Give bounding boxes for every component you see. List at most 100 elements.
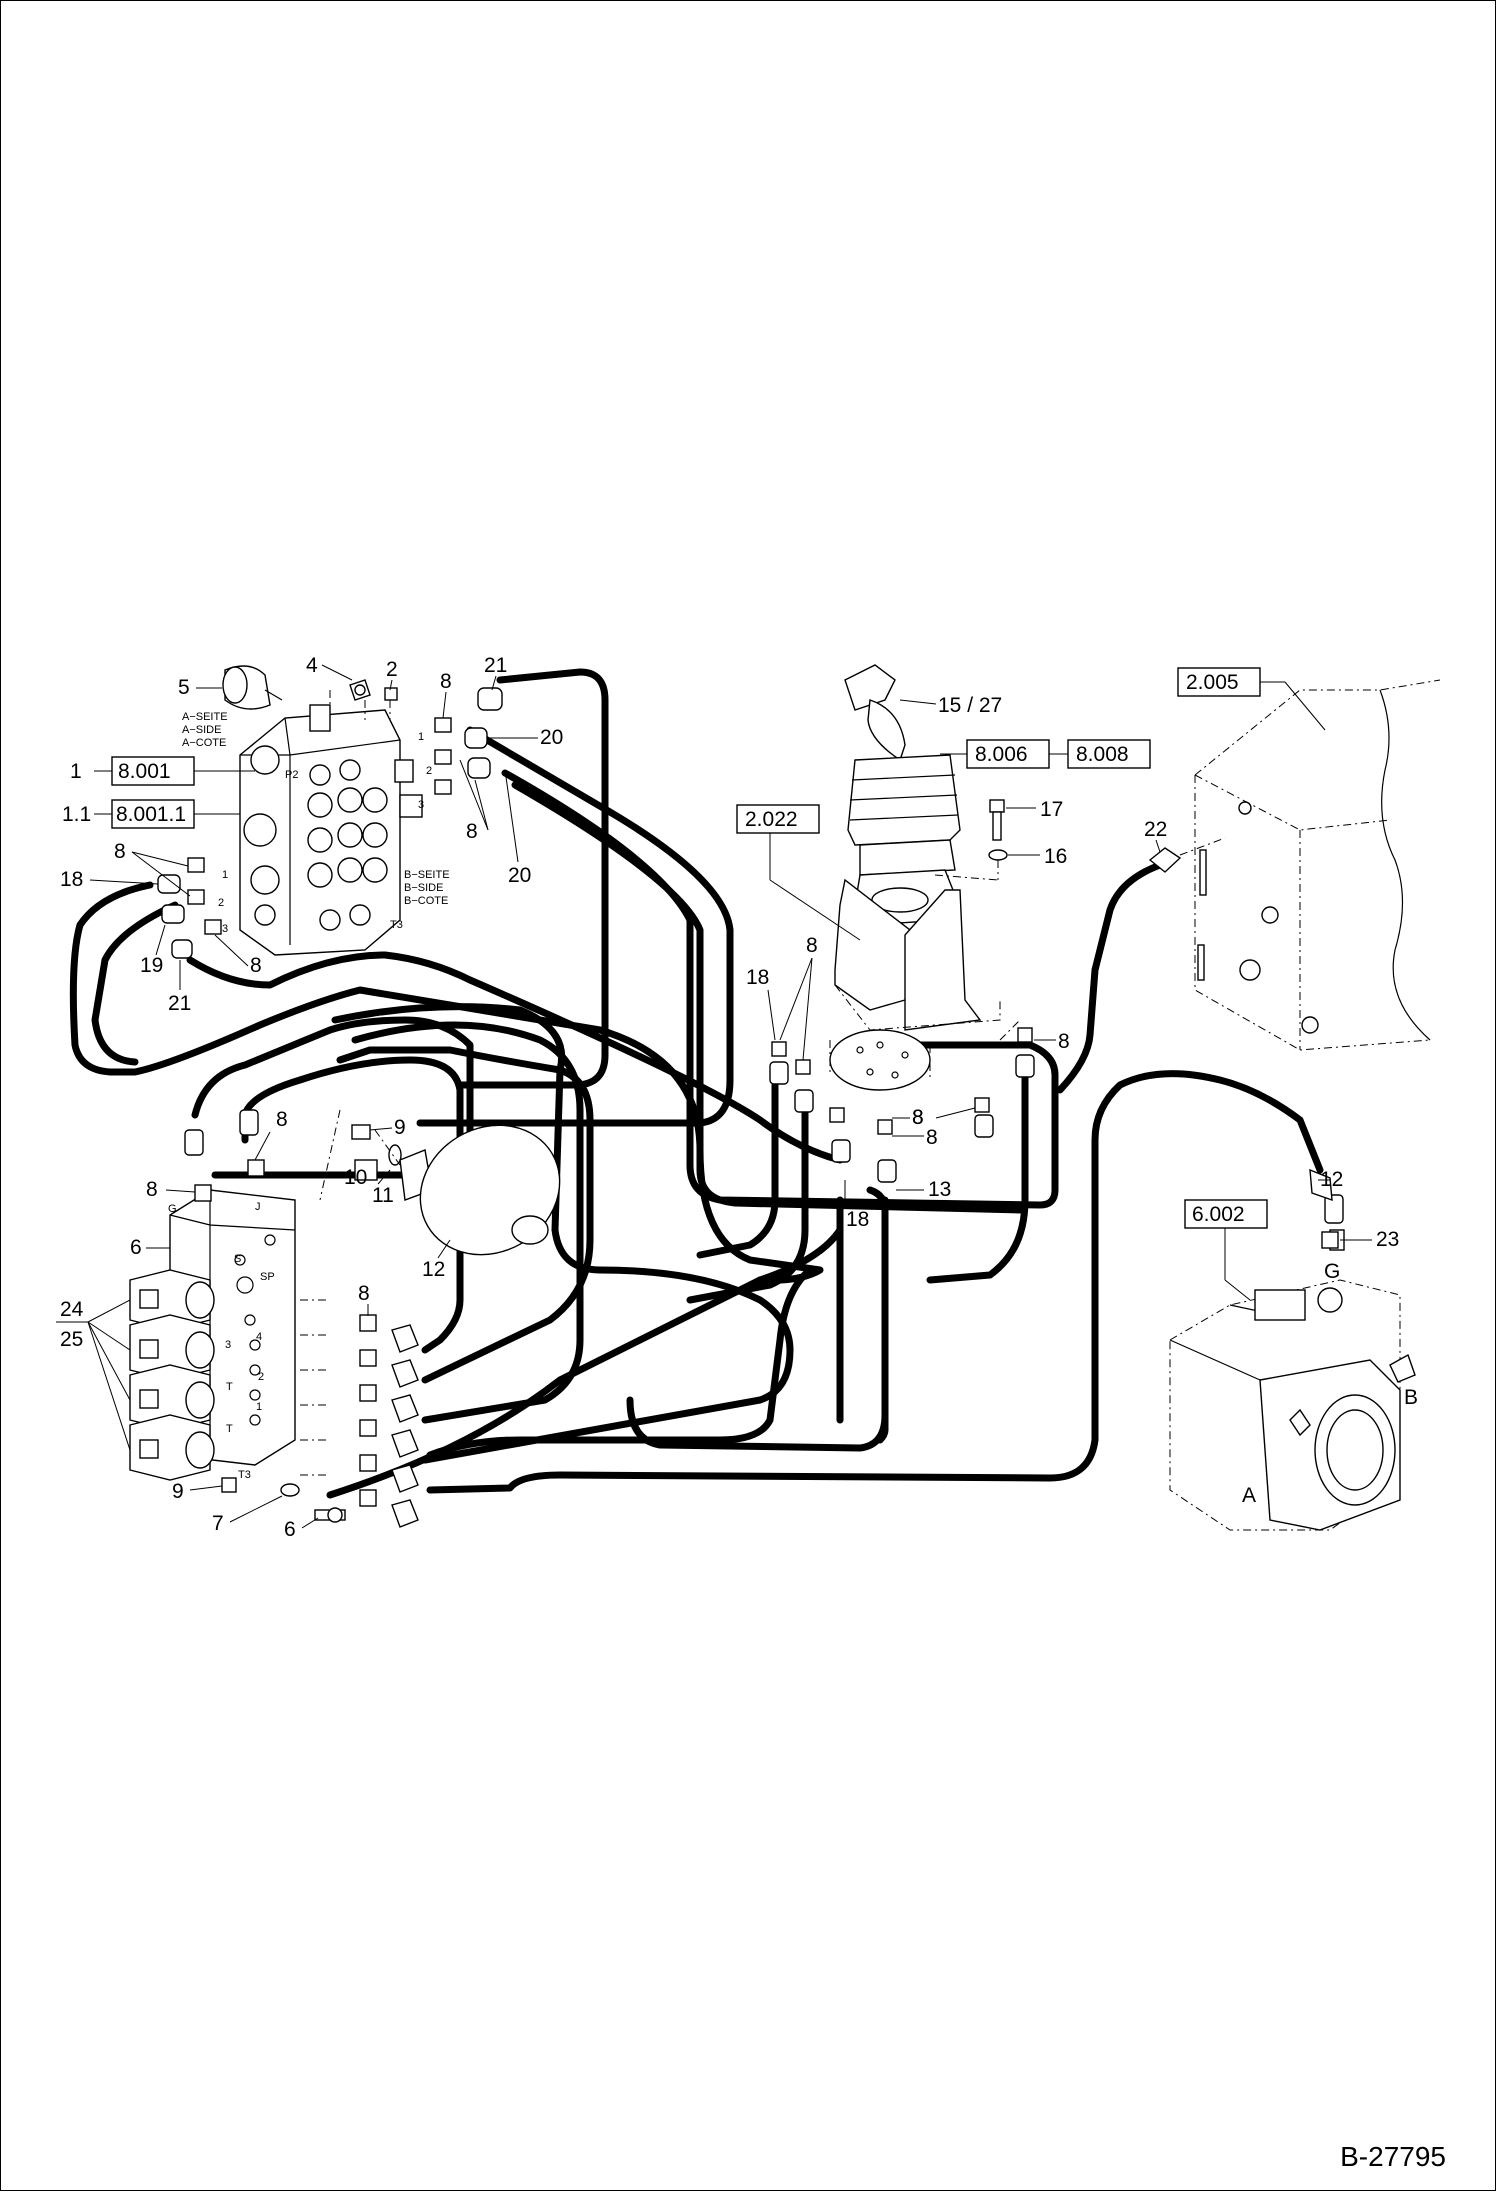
callout-9-accum: 9 — [394, 1116, 406, 1139]
joystick — [829, 664, 1021, 1091]
callout-21-mid: 20 — [508, 864, 531, 887]
port-label-3-valve: 3 — [418, 799, 424, 811]
callout-7: 7 — [212, 1512, 224, 1535]
b-side-label-en: B−SIDE — [404, 882, 443, 894]
callout-25: 24 — [60, 1298, 84, 1321]
manifold-block — [129, 1109, 346, 1523]
callout-24: 23 — [1376, 1228, 1399, 1251]
fitting-23 — [1148, 837, 1226, 873]
callout-8-manifold-top: 8 — [276, 1108, 288, 1131]
document-number: B-27795 — [1340, 2141, 1446, 2172]
a-side-label-en: A−SIDE — [182, 724, 221, 736]
control-valve — [222, 665, 423, 956]
leader-lines — [94, 681, 1326, 1301]
callout-20: 19 — [140, 954, 163, 977]
ref-box-8001-1 — [111, 799, 195, 829]
callout-8-valve-mid: 8 — [466, 820, 478, 843]
port-label-t3-valve: T3 — [390, 919, 403, 931]
ref-box-8006 — [966, 739, 1050, 769]
manifold-fittings — [300, 1299, 419, 1528]
port-label-2: 2 — [258, 1371, 264, 1383]
ref-box-2005 — [1177, 667, 1261, 697]
panel-2005 — [1194, 679, 1441, 1051]
callout-8-manifold-right: 8 — [358, 1282, 370, 1305]
a-side-label-de: A−SEITE — [182, 711, 228, 723]
port-labels: P2 T3 1 2 3 1 2 3 G J S SP 4 3 2 T 1 T T… — [168, 731, 1418, 1507]
callout-8-joystick-right: 8 — [1058, 1030, 1070, 1053]
port-label-j: J — [255, 1201, 261, 1213]
port-label-3: 3 — [225, 1339, 231, 1351]
callout-26: 25 — [60, 1328, 83, 1351]
ref-label-2005: 2.005 — [1186, 671, 1239, 694]
ref-box-6002 — [1184, 1199, 1268, 1229]
port-label-1-valve: 1 — [418, 731, 424, 743]
a-side-label-fr: A−COTE — [182, 737, 226, 749]
port-label-2-a: 2 — [218, 897, 224, 909]
callout-1-1: 1.1 — [62, 803, 91, 826]
joystick-fittings — [769, 1027, 1035, 1183]
b-side-label-de: B−SEITE — [404, 869, 450, 881]
callout-11: 11 — [372, 1184, 394, 1207]
callout-1: 1 — [70, 760, 82, 783]
ref-box-2022 — [736, 804, 820, 834]
callout-8-left: 8 — [114, 840, 126, 863]
fitting-13-24 — [1309, 1168, 1339, 1249]
port-label-sp: SP — [260, 1271, 275, 1283]
ref-label-8001-1: 8.001.1 — [116, 803, 186, 826]
port-label-p2: P2 — [285, 769, 298, 781]
port-label-g-pump: G — [1324, 1260, 1340, 1283]
callout-23: 22 — [1144, 818, 1167, 841]
callout-17: 17 — [1040, 798, 1063, 821]
valve-fittings — [157, 687, 503, 959]
callout-19: 18 — [60, 868, 83, 891]
ref-label-8001: 8.001 — [118, 760, 171, 783]
callout-2: 2 — [386, 658, 398, 681]
ref-label-2022: 2.022 — [745, 808, 798, 831]
ref-box-8008 — [1067, 739, 1151, 769]
ref-label-8008: 8.008 — [1076, 743, 1129, 766]
callout-8-left-low: 8 — [250, 954, 262, 977]
port-label-t-2: T — [226, 1423, 233, 1435]
callout-12: 12 — [422, 1258, 445, 1281]
port-label-3-a: 3 — [222, 923, 228, 935]
callouts: 1 1.1 5 4 2 8 21 20 8 20 8 18 19 8 21 15… — [56, 654, 1399, 1541]
accumulator — [319, 1109, 561, 1256]
port-label-s: S — [234, 1253, 241, 1265]
callout-8-joystick-low: 8 — [926, 1126, 938, 1149]
port-label-1-a: 1 — [222, 869, 228, 881]
callout-22-left: 21 — [168, 992, 191, 1015]
ref-label-8006: 8.006 — [975, 743, 1028, 766]
pump — [1169, 1194, 1416, 1531]
callout-6: 6 — [284, 1518, 296, 1541]
port-label-b-pump: B — [1404, 1386, 1418, 1409]
callout-4: 5 — [178, 676, 190, 699]
callout-8-valve-top: 8 — [440, 670, 452, 693]
callout-8-joystick-mid2: 8 — [912, 1106, 924, 1129]
port-label-g-manifold: G — [168, 1203, 177, 1215]
port-label-t3-manifold: T3 — [238, 1469, 251, 1481]
callout-22-top: 21 — [484, 654, 507, 677]
callout-16: 16 — [1044, 845, 1067, 868]
port-label-t-1: T — [226, 1381, 233, 1393]
callout-8-joystick-mid: 8 — [912, 1106, 924, 1129]
callout-3: 4 — [306, 654, 318, 677]
callout-5: 6 — [130, 1236, 142, 1259]
callout-21-top: 20 — [540, 726, 563, 749]
callout-18-left: 18 — [746, 966, 769, 989]
callout-13: 12 — [1320, 1168, 1343, 1191]
callout-18-low: 18 — [846, 1208, 869, 1231]
port-label-4: 4 — [256, 1331, 262, 1343]
port-label-1: 1 — [256, 1401, 262, 1413]
b-side-label-fr: B−COTE — [404, 895, 448, 907]
callout-8-joystick-top: 8 — [806, 934, 818, 957]
callout-10: 10 — [344, 1166, 367, 1189]
valve-side-labels: A−SEITE A−SIDE A−COTE B−SEITE B−SIDE B−C… — [182, 711, 450, 907]
callout-9-manifold: 9 — [172, 1480, 184, 1503]
callout-8-manifold-left: 8 — [146, 1178, 158, 1201]
ref-label-6002: 6.002 — [1192, 1203, 1245, 1226]
port-label-a-pump: A — [1242, 1484, 1256, 1507]
port-label-2-valve: 2 — [426, 765, 432, 777]
callout-15-27: 15 / 27 — [938, 694, 1002, 717]
